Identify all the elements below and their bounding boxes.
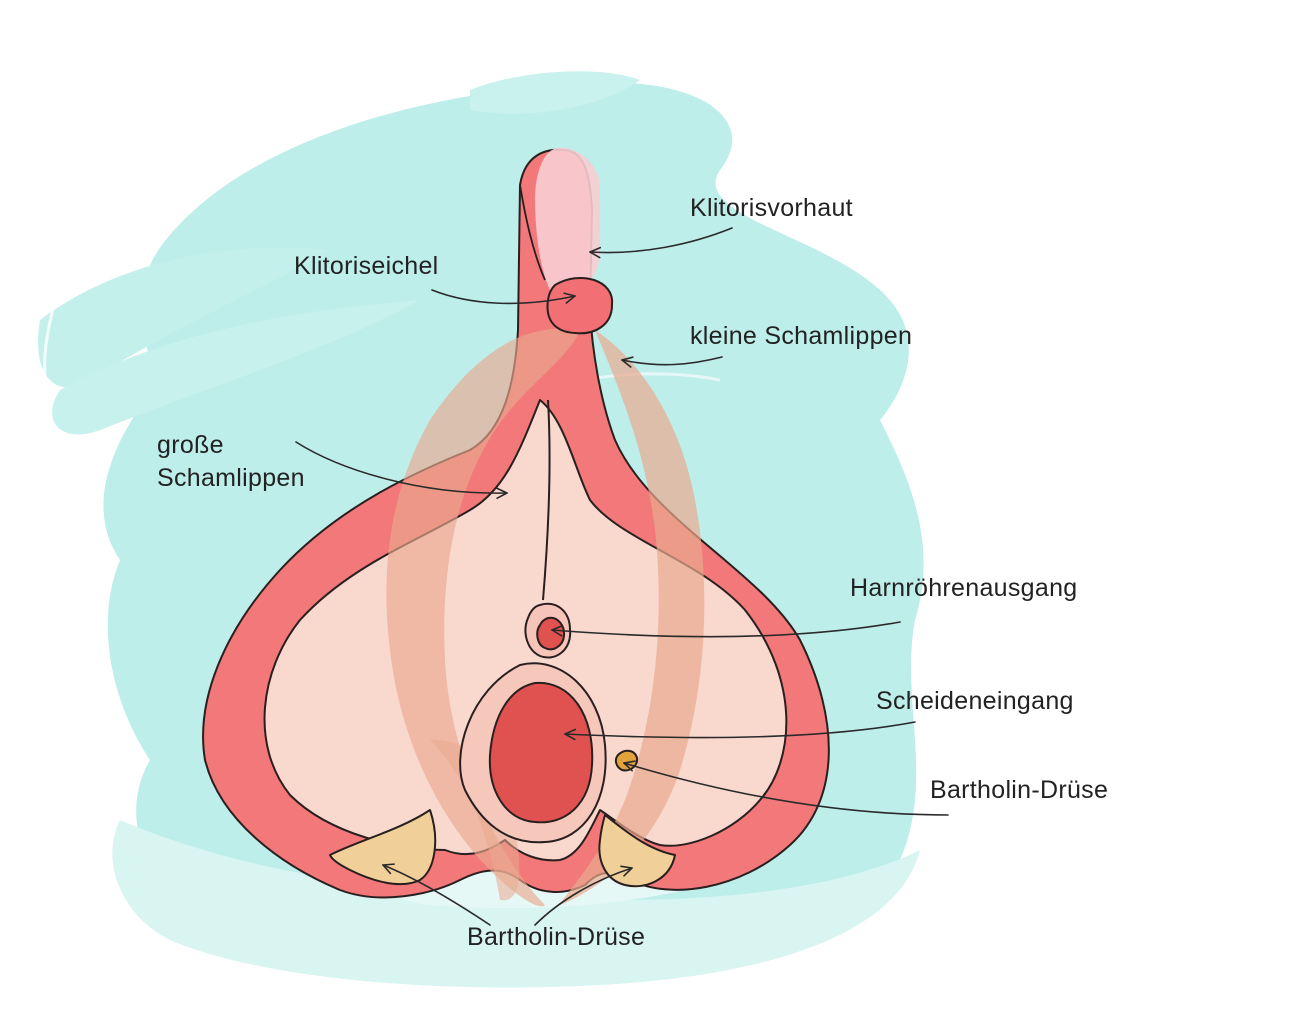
- bartholin-glands-bottom: [329, 809, 676, 888]
- bartholin-gland-small: [614, 749, 639, 772]
- labels: Klitorisvorhaut Klitoriseichel kleine Sc…: [157, 194, 1108, 951]
- label-grosse-schamlippen-2: Schamlippen: [157, 464, 305, 492]
- leader-kleine-schamlippen: [621, 356, 723, 368]
- leader-grosse-schamlippen: [295, 441, 508, 500]
- label-scheideneingang: Scheideneingang: [876, 687, 1074, 715]
- leader-bartholin-bottom-right: [534, 865, 633, 926]
- clitoris-shape: [519, 147, 614, 335]
- leader-klitorisvorhaut: [589, 227, 733, 259]
- vaginal-opening: [459, 662, 607, 844]
- leader-bartholin-right: [623, 760, 949, 816]
- leader-scheideneingang: [564, 721, 916, 741]
- leader-lines: [295, 227, 949, 926]
- leader-klitoriseichel: [431, 289, 576, 305]
- leader-bartholin-bottom-left: [382, 863, 491, 926]
- label-kleine-schamlippen: kleine Schamlippen: [690, 322, 912, 350]
- leader-harnroehrenausgang: [551, 621, 901, 638]
- label-harnroehrenausgang: Harnröhrenausgang: [850, 574, 1077, 602]
- label-klitorisvorhaut: Klitorisvorhaut: [690, 194, 853, 222]
- label-grosse-schamlippen-1: große: [157, 431, 224, 459]
- label-bartholin-druese-bottom: Bartholin-Drüse: [467, 923, 645, 951]
- label-bartholin-druese-right: Bartholin-Drüse: [930, 776, 1108, 804]
- label-klitoriseichel: Klitoriseichel: [294, 252, 439, 280]
